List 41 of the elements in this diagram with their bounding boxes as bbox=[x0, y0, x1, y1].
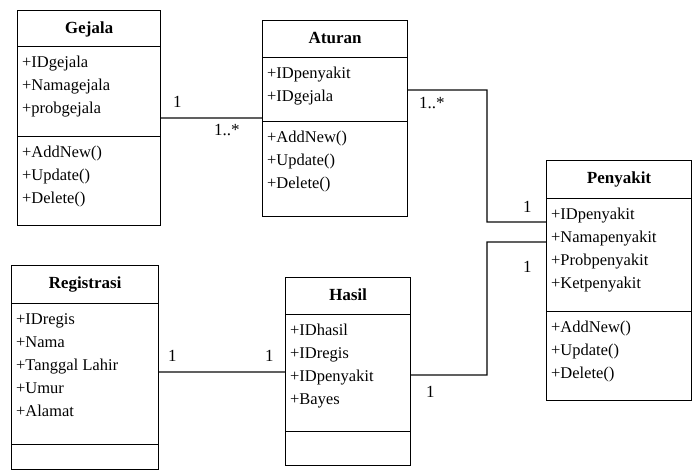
class-name: Gejala bbox=[64, 17, 114, 38]
attribute-text: +probgejala bbox=[22, 97, 101, 119]
attribute-text: +Bayes bbox=[290, 388, 340, 410]
attribute-text: +Tanggal Lahir bbox=[16, 354, 118, 376]
association-line bbox=[161, 117, 262, 119]
attribute-text: +Namapenyakit bbox=[551, 226, 657, 248]
operation-text: +AddNew() bbox=[22, 141, 102, 163]
attribute-text: +IDpenyakit bbox=[267, 62, 351, 84]
class-name: Penyakit bbox=[586, 167, 652, 188]
class-box bbox=[17, 10, 161, 226]
association-line bbox=[159, 371, 285, 373]
operation-text: +Delete() bbox=[267, 172, 330, 194]
association-line bbox=[411, 241, 546, 376]
attribute-text: +Probpenyakit bbox=[551, 249, 648, 271]
attribute-text: +IDregis bbox=[16, 308, 75, 330]
operation-text: +Update() bbox=[22, 164, 90, 186]
operation-text: +Delete() bbox=[22, 187, 86, 209]
attribute-text: +IDpenyakit bbox=[290, 365, 374, 387]
operation-text: +AddNew() bbox=[551, 316, 631, 338]
attribute-text: +IDregis bbox=[290, 342, 349, 364]
class-box bbox=[285, 277, 411, 466]
attribute-text: +Alamat bbox=[16, 400, 74, 422]
class-name: Registrasi bbox=[48, 272, 122, 293]
attribute-text: +Ketpenyakit bbox=[551, 272, 641, 294]
operation-text: +Update() bbox=[551, 339, 619, 361]
attribute-text: +Umur bbox=[16, 377, 64, 399]
class-name: Aturan bbox=[308, 27, 362, 48]
attribute-text: +IDhasil bbox=[290, 319, 348, 341]
operation-text: +Delete() bbox=[551, 362, 614, 384]
class-box bbox=[262, 20, 408, 217]
class-name: Hasil bbox=[328, 284, 368, 305]
attribute-text: +IDgejala bbox=[267, 85, 334, 107]
attribute-text: +Nama bbox=[16, 331, 65, 353]
attribute-text: +IDgejala bbox=[22, 51, 88, 73]
class-box bbox=[11, 265, 159, 470]
class-box bbox=[546, 160, 692, 401]
operation-text: +AddNew() bbox=[267, 126, 347, 148]
attribute-text: +IDpenyakit bbox=[551, 203, 635, 225]
association-line bbox=[408, 89, 546, 223]
attribute-text: +Namagejala bbox=[22, 74, 110, 96]
operation-text: +Update() bbox=[267, 149, 335, 171]
